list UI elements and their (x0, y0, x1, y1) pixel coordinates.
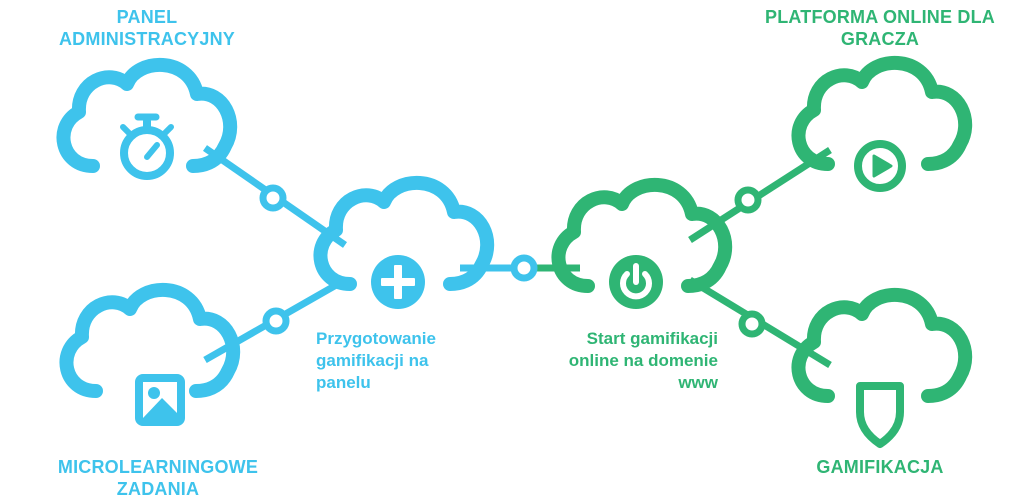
label-start-line-2: online na domenie (568, 351, 718, 370)
label-microlearning: MICROLEARNINGOWE ZADANIA (40, 456, 276, 500)
junction-dot-platform (734, 186, 762, 214)
junction-dot-micro (262, 307, 290, 335)
label-platform-line-1: PLATFORMA ONLINE DLA (765, 7, 995, 27)
label-platform-line-2: GRACZA (840, 29, 920, 49)
power-icon (609, 255, 663, 309)
play-icon (854, 140, 906, 192)
label-prep-line-3: panelu (316, 373, 371, 392)
image-icon (135, 374, 185, 426)
label-admin-line-1: PANEL (116, 7, 178, 27)
label-gamification-line-1: GAMIFIKACJA (816, 457, 944, 477)
label-start-line-1: Start gamifikacji (586, 329, 718, 348)
junction-dot-center (510, 254, 538, 282)
label-preparation: Przygotowanie gamifikacji na panelu (316, 328, 506, 394)
label-gamification: GAMIFIKACJA (800, 456, 960, 478)
junction-dot-gamification (738, 310, 766, 338)
label-micro-line-1: MICROLEARNINGOWE (57, 457, 259, 477)
junction-dots (259, 184, 766, 338)
cloud-gamification (798, 295, 965, 396)
label-start-line-3: www (678, 373, 718, 392)
shield-icon (856, 382, 904, 448)
junction-dot-admin (259, 184, 287, 212)
label-prep-line-1: Przygotowanie (316, 329, 436, 348)
label-admin-panel: PANEL ADMINISTRACYJNY (40, 6, 254, 50)
plus-icon (371, 255, 425, 309)
label-admin-line-2: ADMINISTRACYJNY (58, 29, 235, 49)
stopwatch-icon (120, 113, 174, 180)
label-micro-line-2: ZADANIA (116, 479, 200, 499)
label-prep-line-2: gamifikacji na (316, 351, 429, 370)
label-start: Start gamifikacji online na domenie www (530, 328, 718, 394)
label-platform: PLATFORMA ONLINE DLA GRACZA (746, 6, 1014, 50)
